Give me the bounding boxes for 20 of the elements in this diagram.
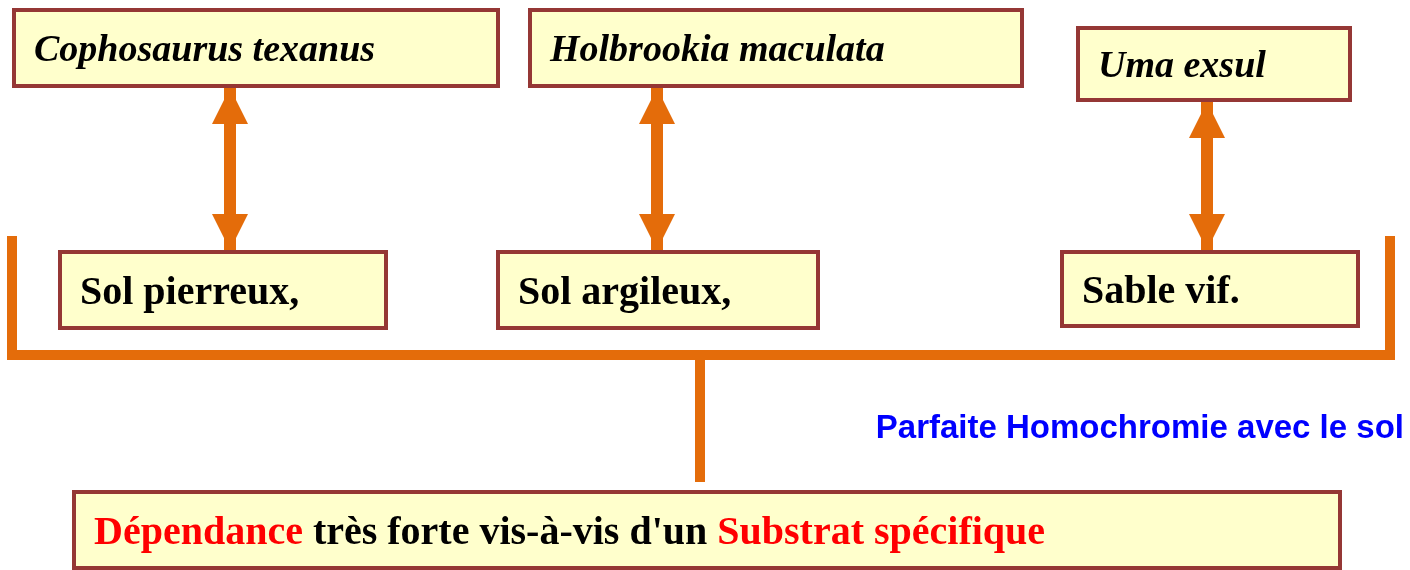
- double-arrow: [639, 88, 675, 250]
- species-name: Uma exsul: [1098, 42, 1266, 86]
- node-text: Sol pierreux,: [80, 266, 300, 314]
- soil-box: [58, 250, 388, 330]
- species-box: [1076, 26, 1352, 102]
- node-text: Dépendance: [94, 506, 303, 554]
- node-text: Sol argileux,: [518, 266, 732, 314]
- species-box: [12, 8, 500, 88]
- double-arrow: [1189, 102, 1225, 250]
- species-name: Cophosaurus texanus: [34, 26, 376, 70]
- species-name: Holbrookia maculata: [550, 26, 885, 70]
- node-text: Sable vif.: [1082, 265, 1240, 313]
- node-text: Substrat spécifique: [717, 506, 1046, 554]
- species-box: [528, 8, 1024, 88]
- soil-box: [1060, 250, 1360, 328]
- double-arrow: [212, 88, 248, 250]
- annotation-text: Parfaite Homochromie avec le sol: [875, 408, 1404, 446]
- soil-box: [496, 250, 820, 330]
- conclusion-box: [72, 490, 1342, 570]
- node-text: très forte vis-à-vis d'un: [312, 506, 708, 554]
